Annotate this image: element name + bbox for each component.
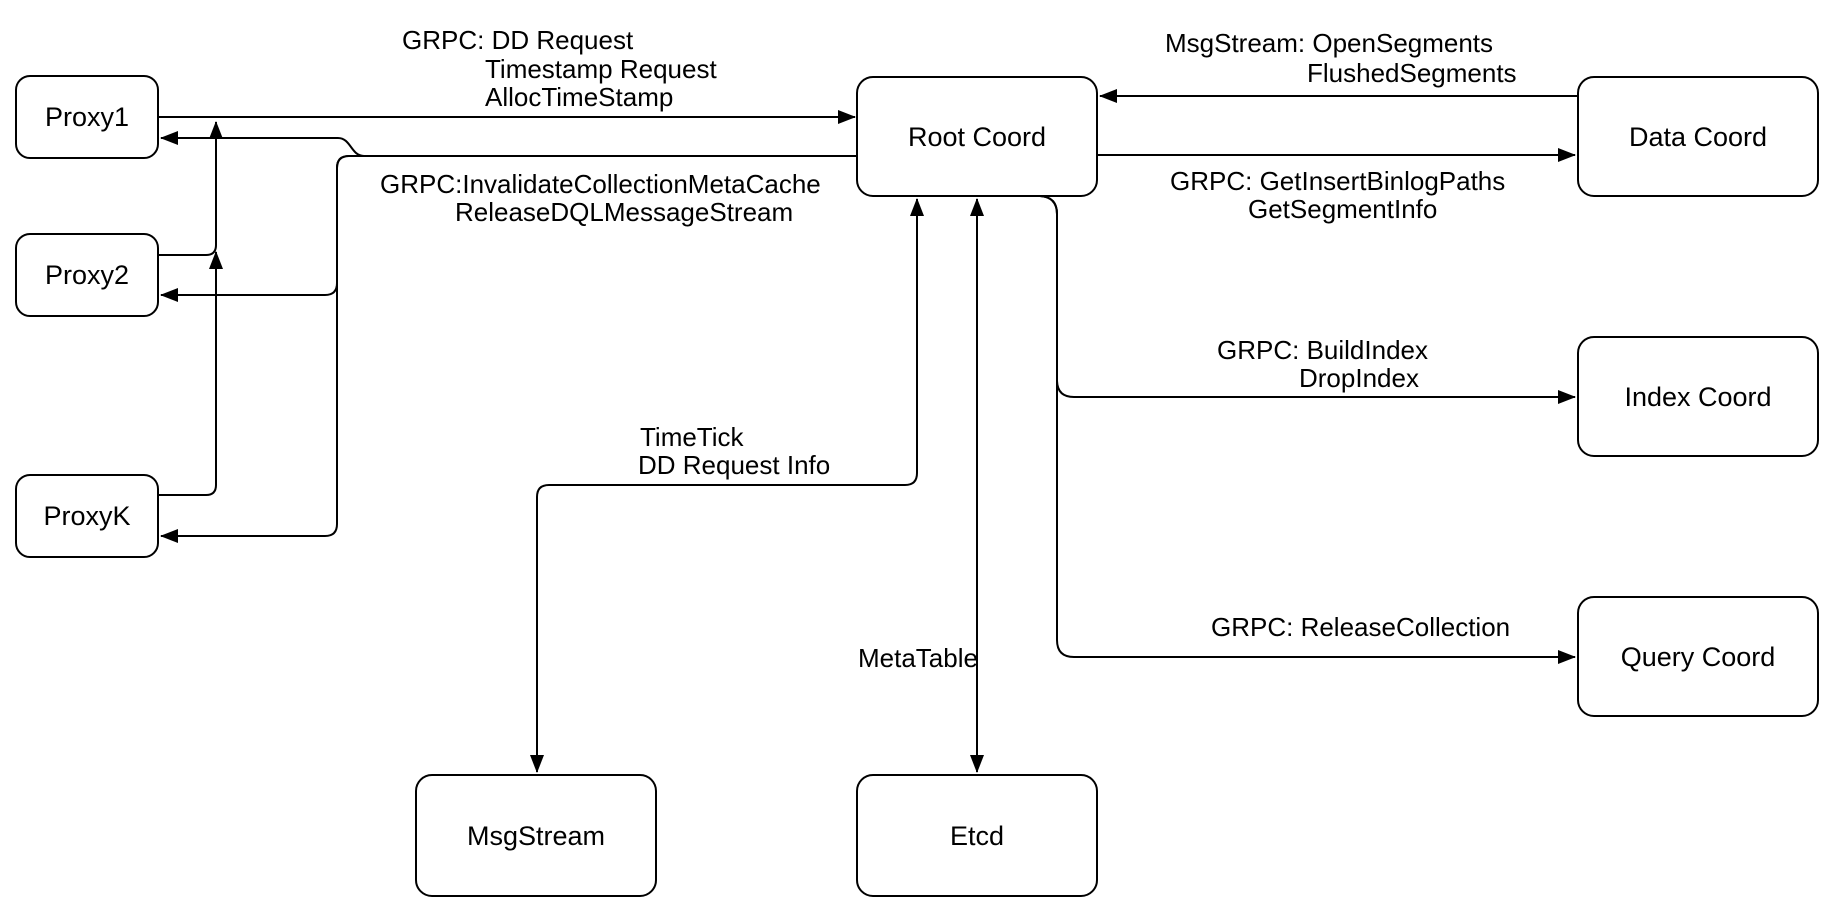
label-proxies-to-root-line2: Timestamp Request	[485, 54, 717, 84]
node-proxyk: ProxyK	[15, 474, 159, 558]
label-root-to-index-line1: GRPC: BuildIndex	[1217, 335, 1428, 365]
node-index-coord-box	[1577, 336, 1819, 457]
label-proxies-to-root: GRPC: DD Request Timestamp Request Alloc…	[402, 25, 717, 112]
label-root-to-query: GRPC: ReleaseCollection	[1211, 612, 1510, 642]
label-root-etcd: MetaTable	[858, 643, 978, 673]
label-root-msgstream: TimeTick DD Request Info	[638, 422, 830, 480]
label-root-to-data-line1: GRPC: GetInsertBinlogPaths	[1170, 166, 1505, 196]
label-root-to-data: GRPC: GetInsertBinlogPaths GetSegmentInf…	[1170, 166, 1505, 224]
edge-proxy2-merge-up	[158, 121, 223, 256]
label-proxies-to-root-line1: GRPC: DD Request	[402, 25, 634, 55]
node-query-coord-box	[1577, 596, 1819, 717]
node-data-coord: Data Coord	[1577, 76, 1819, 197]
edge-proxyk-merge-up	[158, 251, 223, 496]
label-root-to-query-line1: GRPC: ReleaseCollection	[1211, 612, 1510, 642]
label-root-to-index-line2: DropIndex	[1299, 363, 1419, 393]
node-index-coord-label: Index Coord	[1624, 382, 1771, 412]
label-proxies-to-root-line3: AllocTimeStamp	[485, 82, 673, 112]
node-data-coord-box	[1577, 76, 1819, 197]
node-query-coord-label: Query Coord	[1621, 642, 1776, 672]
edge-rootcoord-msgstream	[530, 198, 924, 773]
node-etcd-label: Etcd	[950, 821, 1004, 851]
label-root-msgstream-line2: DD Request Info	[638, 450, 830, 480]
node-root-coord-box	[856, 76, 1098, 197]
node-proxy2: Proxy2	[15, 233, 159, 317]
edges-layer	[158, 89, 1578, 773]
node-index-coord: Index Coord	[1577, 336, 1819, 457]
node-proxy1: Proxy1	[15, 75, 159, 159]
node-proxy1-label: Proxy1	[45, 102, 129, 132]
label-root-to-data-line2: GetSegmentInfo	[1248, 194, 1437, 224]
node-proxyk-box	[15, 474, 159, 558]
node-query-coord: Query Coord	[1577, 596, 1819, 717]
node-proxy2-box	[15, 233, 159, 317]
node-root-coord-label: Root Coord	[908, 122, 1046, 152]
label-data-to-root-line2: FlushedSegments	[1307, 58, 1517, 88]
node-msgstream: MsgStream	[415, 774, 657, 897]
node-proxy2-label: Proxy2	[45, 260, 129, 290]
node-proxy1-box	[15, 75, 159, 159]
node-proxyk-label: ProxyK	[43, 501, 130, 531]
edge-rootcoord-to-proxy1	[160, 131, 857, 157]
label-root-to-proxies-line1: GRPC:InvalidateCollectionMetaCache	[380, 169, 821, 199]
label-data-to-root: MsgStream: OpenSegments FlushedSegments	[1165, 28, 1517, 88]
label-root-etcd-line1: MetaTable	[858, 643, 978, 673]
edge-rootcoord-to-proxyk	[160, 155, 857, 543]
node-data-coord-label: Data Coord	[1629, 122, 1767, 152]
node-msgstream-label: MsgStream	[467, 821, 605, 851]
node-msgstream-box	[415, 774, 657, 897]
edge-rootcoord-to-querycoord	[1039, 195, 1576, 664]
node-etcd-box	[856, 774, 1098, 897]
node-etcd: Etcd	[856, 774, 1098, 897]
nodes-layer: Proxy1 Proxy2 ProxyK Root Coord Data Coo…	[15, 75, 1819, 897]
label-root-to-proxies: GRPC:InvalidateCollectionMetaCache Relea…	[380, 169, 821, 227]
edge-labels-layer: GRPC: DD Request Timestamp Request Alloc…	[380, 25, 1517, 673]
label-root-msgstream-line1: TimeTick	[640, 422, 745, 452]
label-root-to-proxies-line2: ReleaseDQLMessageStream	[455, 197, 793, 227]
node-root-coord: Root Coord	[856, 76, 1098, 197]
label-root-to-index: GRPC: BuildIndex DropIndex	[1217, 335, 1428, 393]
label-data-to-root-line1: MsgStream: OpenSegments	[1165, 28, 1493, 58]
